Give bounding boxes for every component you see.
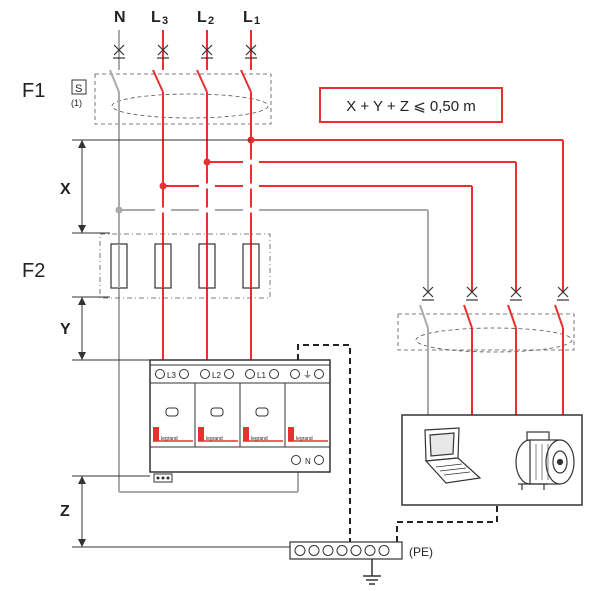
- l2-sub-label: 2: [208, 15, 214, 27]
- f2-label: F2: [22, 260, 45, 282]
- ground-icon: [363, 559, 381, 585]
- fuse-icon: [110, 243, 260, 289]
- dimension-y: [72, 296, 150, 361]
- load-switch-blades: [419, 304, 564, 415]
- f1-label: F1: [22, 80, 45, 102]
- l1-label: L: [243, 9, 253, 26]
- earth-conductors: [297, 344, 498, 542]
- spd-terminal-earth: ⏚: [303, 370, 312, 380]
- spd-brand-1: legrand: [161, 436, 178, 442]
- spd-brand-4: legrand: [296, 436, 313, 442]
- incoming-stubs: [118, 30, 252, 60]
- l3-label: L: [151, 9, 161, 26]
- f2-enclosure: [99, 233, 271, 299]
- spd-terminal-n: N: [305, 457, 311, 466]
- f1-switch-blades: [109, 60, 252, 93]
- x-label: X: [60, 181, 71, 198]
- formula-text: X + Y + Z ⩽ 0,50 m: [346, 98, 476, 115]
- z-label: Z: [60, 503, 70, 520]
- neutral-label: N: [114, 9, 126, 26]
- load-switch-mechanical-link: [415, 327, 573, 353]
- l1-sub-label: 1: [254, 15, 260, 27]
- formula-box: [319, 87, 503, 123]
- spd-brand-2: legrand: [206, 436, 223, 442]
- spd-terminal-l1: L1: [257, 371, 266, 380]
- y-label: Y: [60, 321, 71, 338]
- s-box: [71, 79, 87, 95]
- laptop-icon: [424, 427, 482, 484]
- spd-terminal-l3: L3: [167, 371, 176, 380]
- load-switch-enclosure: [397, 313, 575, 351]
- f1-enclosure: [94, 73, 272, 125]
- earth-bar: [289, 541, 403, 560]
- dimension-x: [72, 139, 251, 234]
- switch-contact-icon: [422, 286, 569, 301]
- f1-mechanical-link: [111, 93, 269, 119]
- spd-terminal-l2: L2: [212, 371, 221, 380]
- motor-icon: [515, 431, 575, 490]
- s-box-label: S: [75, 83, 82, 95]
- spd-brand-3: legrand: [251, 436, 268, 442]
- surge-protective-device: [149, 359, 331, 483]
- fuse-links: [118, 244, 252, 288]
- l3-sub-label: 3: [162, 15, 168, 27]
- branch-feeders: [115, 136, 564, 292]
- switch-contact-icon: [113, 44, 257, 59]
- note-1: (1): [71, 98, 82, 108]
- dimension-z: [72, 475, 290, 548]
- pe-label: (PE): [409, 545, 433, 559]
- l2-label: L: [197, 9, 207, 26]
